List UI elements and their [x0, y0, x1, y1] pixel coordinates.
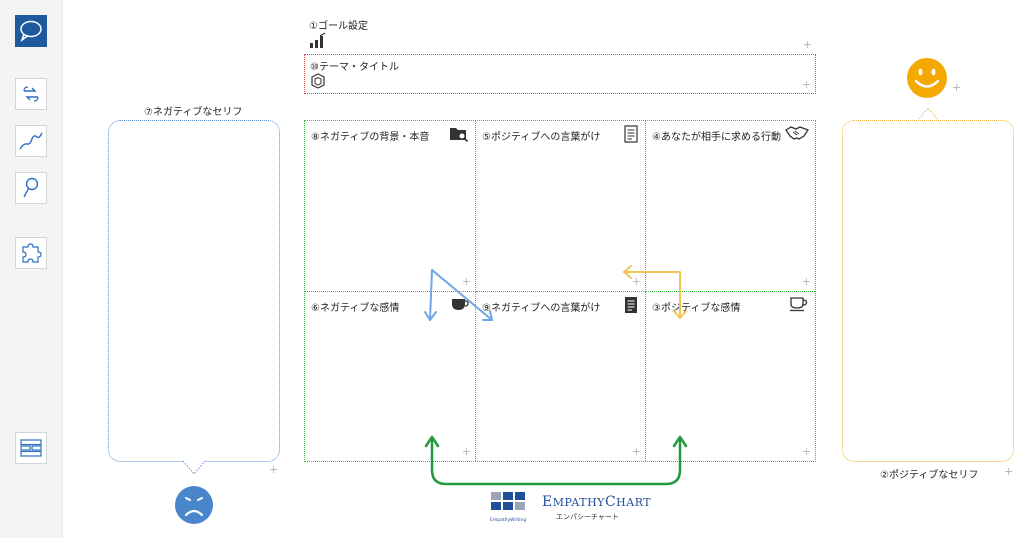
pin-icon	[23, 177, 39, 198]
cell-pos-call[interactable]: ⑤ポジティブへの言葉がけ +	[476, 121, 646, 292]
goal-section[interactable]: ①ゴール設定 +	[304, 14, 816, 52]
happy-face-add-button[interactable]: +	[952, 81, 962, 94]
pin-button[interactable]	[15, 172, 47, 204]
layout-grid-icon	[20, 439, 42, 457]
layout-button[interactable]	[15, 432, 47, 464]
pos-call-add-button[interactable]: +	[631, 275, 641, 288]
theme-label: ⑩テーマ・タイトル	[310, 62, 399, 73]
left-toolbar	[0, 0, 63, 538]
cell-desired-action[interactable]: ④あなたが相手に求める行動 +	[646, 121, 815, 292]
sync-arrows-icon	[23, 86, 39, 102]
handshake-icon	[785, 126, 809, 140]
document-icon	[625, 297, 637, 313]
brand-name: EMPATHYCHART	[542, 494, 652, 510]
brand-kana: エンパシーチャート	[556, 513, 619, 521]
bar-chart-icon	[310, 32, 326, 48]
sad-face-icon	[175, 486, 213, 524]
neg-call-add-button[interactable]: +	[631, 445, 641, 458]
trend-line-icon	[19, 132, 43, 150]
cell-neg-call[interactable]: ⑨ネガティブへの言葉がけ +	[476, 292, 646, 461]
positive-bubble-tail	[916, 107, 940, 122]
desired-action-add-button[interactable]: +	[801, 275, 811, 288]
neg-background-label: ⑧ネガティブの背景・本音	[311, 132, 430, 143]
happy-face-icon	[907, 58, 947, 98]
neg-feeling-add-button[interactable]: +	[461, 445, 471, 458]
goal-label: ①ゴール設定	[309, 21, 368, 32]
neg-background-add-button[interactable]: +	[461, 275, 471, 288]
pos-feeling-label: ③ポジティブな感情	[652, 303, 741, 314]
logo-squares-icon	[491, 492, 525, 510]
cube-icon	[311, 73, 325, 89]
pos-words-add-button[interactable]: +	[1004, 465, 1014, 478]
pos-words-label: ②ポジティブなセリフ	[880, 470, 979, 481]
empathy-chart-logo: EMPATHYCHART エンパシーチャート EmpathyWriting	[488, 490, 651, 526]
theme-add-button[interactable]: +	[801, 78, 811, 91]
coffee-cup-icon	[790, 297, 808, 312]
neg-feeling-label: ⑥ネガティブな感情	[311, 303, 400, 314]
folder-search-icon	[450, 128, 469, 143]
cup-icon	[452, 299, 469, 310]
speech-bubble-button[interactable]	[15, 15, 47, 47]
negative-bubble-tail	[182, 460, 206, 475]
scroll-document-icon	[624, 125, 638, 143]
speech-bubble-icon	[20, 20, 42, 42]
cell-neg-feeling[interactable]: ⑥ネガティブな感情 +	[305, 292, 476, 461]
neg-words-label: ⑦ネガティブなセリフ	[144, 107, 243, 118]
negative-speech-bubble[interactable]	[108, 120, 280, 462]
positive-speech-bubble[interactable]	[842, 120, 1014, 462]
pos-call-label: ⑤ポジティブへの言葉がけ	[482, 132, 601, 143]
puzzle-button[interactable]	[15, 237, 47, 269]
puzzle-icon	[22, 243, 42, 263]
cell-neg-background[interactable]: ⑧ネガティブの背景・本音 +	[305, 121, 476, 292]
sync-button[interactable]	[15, 78, 47, 110]
theme-section[interactable]: ⑩テーマ・タイトル +	[304, 54, 816, 94]
desired-action-label: ④あなたが相手に求める行動	[652, 132, 781, 143]
pos-feeling-add-button[interactable]: +	[801, 445, 811, 458]
neg-words-add-button[interactable]: +	[269, 463, 279, 476]
trend-button[interactable]	[15, 125, 47, 157]
brand-small-text: EmpathyWriting	[490, 518, 527, 523]
cell-pos-feeling[interactable]: ③ポジティブな感情 +	[646, 292, 815, 461]
empathy-grid: ⑧ネガティブの背景・本音 + ⑤ポジティブへの言葉がけ + ④あなたが相手に求め…	[304, 120, 816, 462]
goal-add-button[interactable]: +	[802, 38, 812, 51]
neg-call-label: ⑨ネガティブへの言葉がけ	[482, 303, 601, 314]
